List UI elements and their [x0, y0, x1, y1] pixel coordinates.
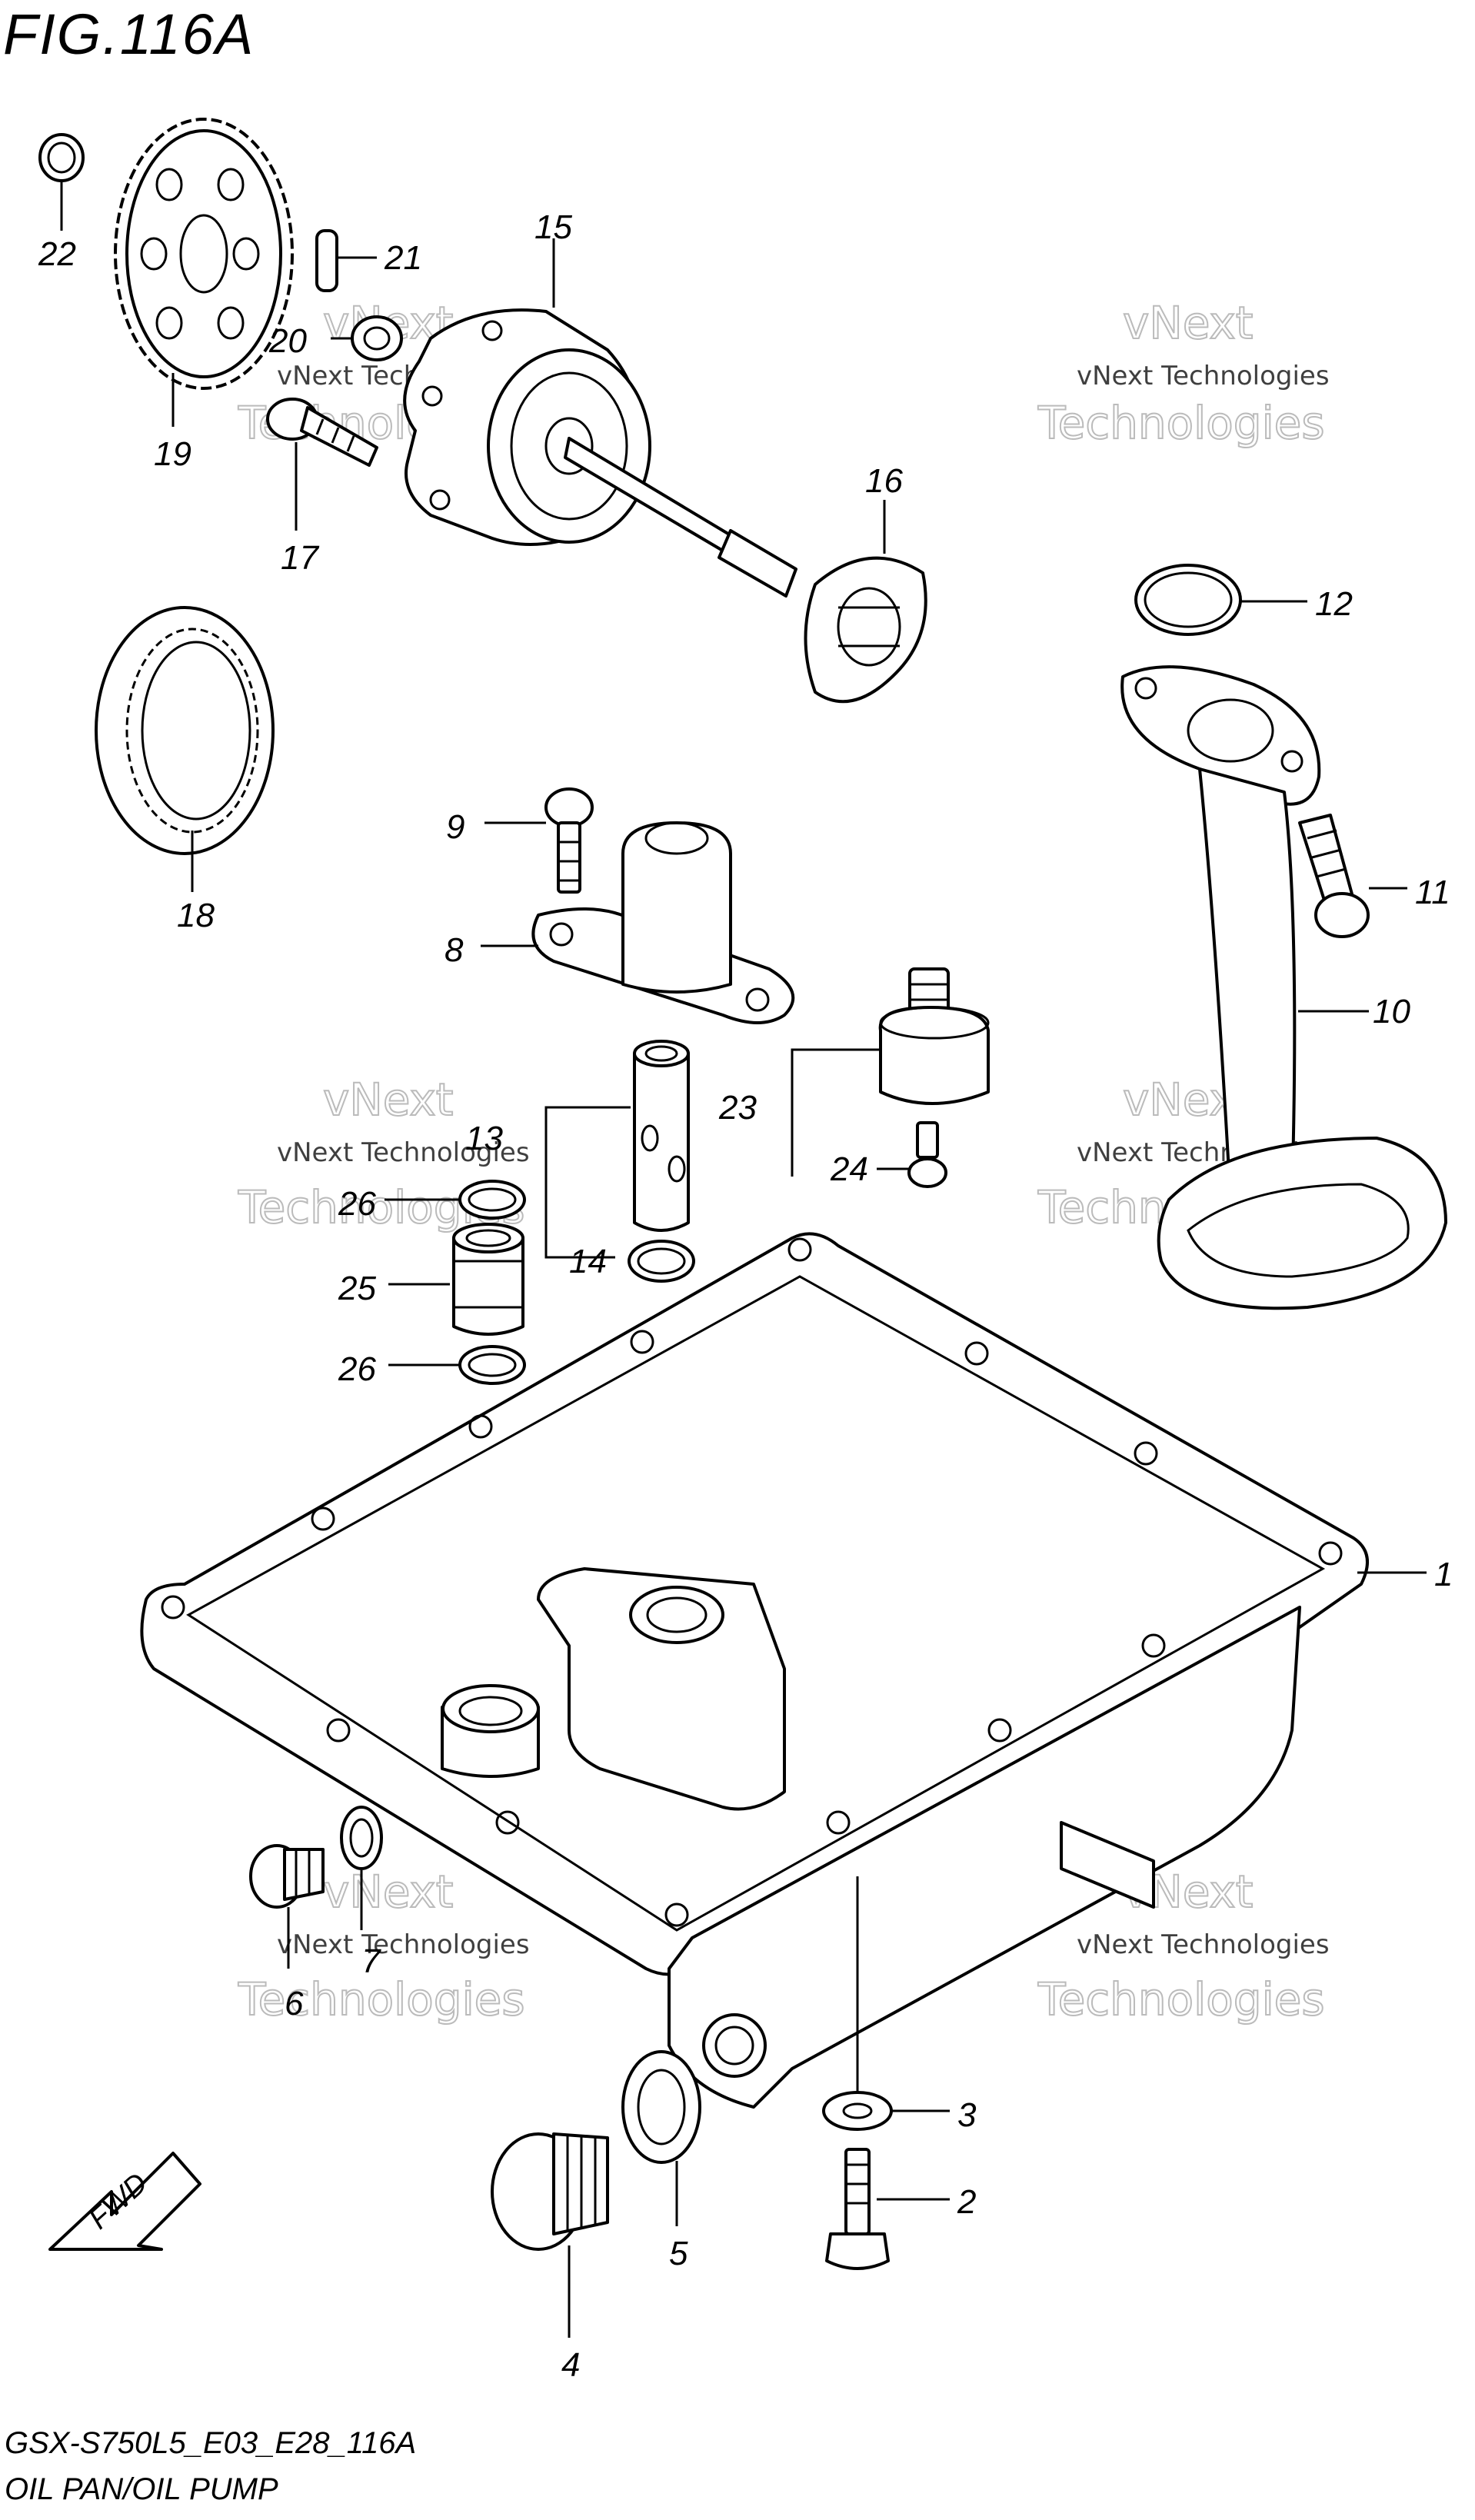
callout-19: 19: [154, 435, 191, 473]
part-17-bolt: [266, 398, 378, 531]
part-10-oil-strainer: [1120, 665, 1447, 1310]
part-22-circlip: [38, 133, 85, 231]
svg-text:vNext: vNext: [323, 1074, 453, 1126]
part-14-o-ring: [628, 1240, 695, 1283]
part-12-o-ring: [1134, 564, 1307, 636]
callout-11: 11: [1415, 874, 1450, 911]
callout-26-upper: 26: [338, 1185, 376, 1223]
figure-title: FIG.116A: [3, 2, 255, 66]
callout-6: 6: [285, 1985, 304, 2022]
part-5-gasket: [621, 2050, 701, 2226]
svg-text:vNext Technologies: vNext Technologies: [1077, 361, 1330, 391]
part-26-o-ring-lower: [388, 1345, 526, 1385]
svg-text:vNext Technologies: vNext Technologies: [1077, 1929, 1330, 1960]
watermark-low-right: vNext Technologies vNext Technologies: [1037, 1865, 1330, 2026]
callout-8: 8: [444, 931, 464, 969]
callout-18: 18: [177, 897, 215, 934]
callout-24: 24: [830, 1150, 868, 1188]
callout-25: 25: [338, 1270, 376, 1307]
callout-23: 23: [718, 1089, 757, 1127]
part-4-drain-plug: [491, 2132, 609, 2338]
part-21-pin: [315, 229, 377, 292]
watermark-low-left: vNext Technologies vNext Technologies: [237, 1865, 530, 2026]
callout-7: 7: [361, 1942, 381, 1980]
watermark-top-right: vNext Technologies vNext Technologies: [1037, 296, 1330, 450]
callout-26-lower: 26: [338, 1350, 376, 1388]
part-26-o-ring-upper: [385, 1180, 526, 1220]
callout-1: 1: [1434, 1556, 1453, 1593]
svg-text:Technologies: Technologies: [1037, 397, 1325, 449]
svg-text:vNext Technologies: vNext Technologies: [277, 1137, 530, 1168]
part-8-valve-holder: [481, 821, 795, 1024]
part-6-plug: [249, 1844, 325, 1969]
svg-text:vNext: vNext: [1123, 297, 1253, 349]
callout-21: 21: [384, 239, 422, 277]
part-15-oil-pump: [403, 238, 797, 598]
model-code: GSX-S750L5_E03_E28_116A: [5, 2426, 417, 2460]
part-18-ring-gear: [95, 606, 275, 892]
callout-14: 14: [569, 1243, 607, 1280]
figure-subtitle: OIL PAN/OIL PUMP: [5, 2472, 278, 2506]
callout-4: 4: [561, 2346, 580, 2384]
callout-10: 10: [1373, 993, 1410, 1030]
part-24-screw: [877, 1121, 947, 1188]
part-20-washer: [331, 315, 403, 361]
callout-16: 16: [865, 462, 903, 500]
svg-text:vNext: vNext: [323, 1866, 453, 1918]
callout-12: 12: [1315, 585, 1353, 623]
callout-22: 22: [38, 235, 76, 273]
callout-15: 15: [534, 208, 572, 246]
part-7-gasket: [340, 1806, 383, 1930]
part-25-spacer: [388, 1223, 524, 1336]
svg-text:vNext Technologies: vNext Technologies: [277, 1929, 530, 1960]
fwd-arrow: FWD: [48, 2152, 201, 2251]
part-13-relief-valve: [544, 1040, 690, 1259]
part-1-oil-pan: [140, 1232, 1427, 2109]
callout-20: 20: [268, 322, 307, 360]
svg-text:Technologies: Technologies: [1037, 1973, 1325, 2026]
callout-3: 3: [957, 2096, 977, 2134]
callout-17: 17: [281, 539, 319, 577]
part-23-oil-pressure-switch: [791, 967, 990, 1177]
part-2-bolt: [825, 2148, 950, 2270]
callout-2: 2: [957, 2183, 976, 2221]
part-19-drive-sprocket: [114, 118, 294, 427]
svg-text:Technologies: Technologies: [238, 1973, 525, 2026]
callout-5: 5: [669, 2235, 688, 2272]
callout-13: 13: [465, 1120, 503, 1157]
callout-labels: 22 19 21 20 17 15 16 12 18 9 11 8 10 23 …: [38, 208, 1453, 2384]
part-11-bolt: [1298, 814, 1407, 938]
part-3-washer: [822, 2091, 950, 2131]
part-9-bolt: [484, 787, 594, 894]
part-16-gasket: [804, 500, 927, 704]
callout-9: 9: [446, 808, 464, 846]
